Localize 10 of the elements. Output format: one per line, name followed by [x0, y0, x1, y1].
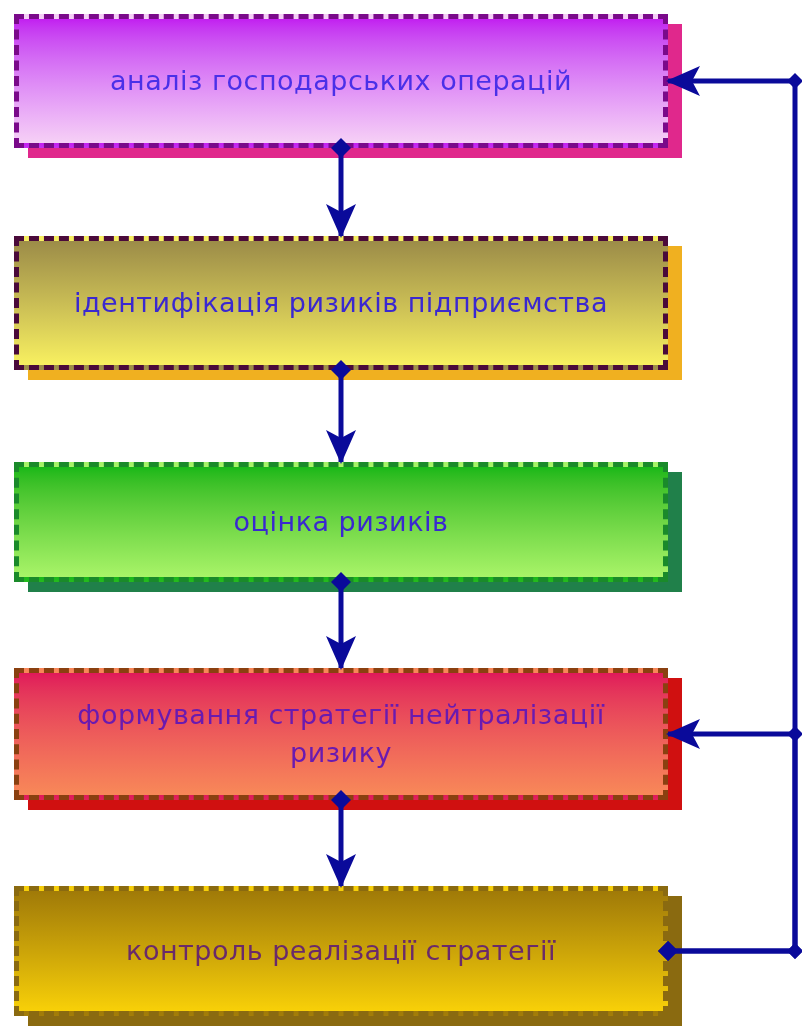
- arrow: [326, 572, 356, 670]
- process-label: формування стратегії нейтралізації ризику: [76, 698, 606, 770]
- arrow: [326, 790, 356, 888]
- arrow: [326, 138, 356, 238]
- process-label: ідентифікація ризиків підприємства: [73, 286, 609, 320]
- process-label: контроль реалізації стратегії: [126, 934, 556, 968]
- process-label: оцінка ризиків: [233, 505, 449, 539]
- arrow: [326, 360, 356, 464]
- arrow: [658, 719, 802, 961]
- process-label: аналіз господарських операцій: [109, 64, 573, 98]
